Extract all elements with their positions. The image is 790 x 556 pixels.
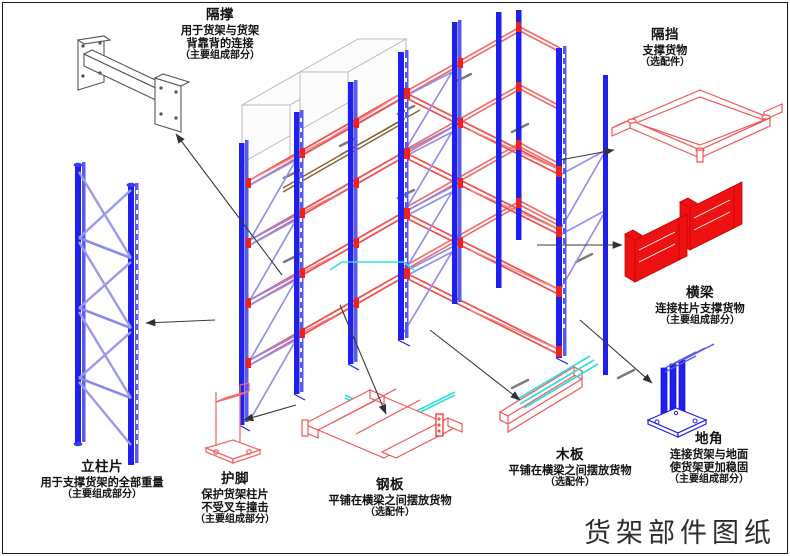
part-column-guard-icon [204,382,262,464]
drawing-watermark-title: 货架部件图纸 [584,518,776,549]
callout-divider-title: 隔挡 [651,27,679,43]
callout-spacer-title: 隔撑 [206,7,234,23]
callout-steel-board-title: 钢板 [376,477,404,493]
main-rack-assembly [238,10,636,432]
callout-floor-anchor: 地角 连接货架与地面 使货架更加稳固 （主要组成部分） [630,431,788,485]
leader-column-guard [243,404,297,422]
callout-wood-board-title: 木板 [556,447,584,463]
callout-beam: 横梁 连接柱片支撑货物 （主要组成部分） [620,285,780,326]
callout-steel-board: 钢板 平铺在横梁之间摆放货物 （选配件） [290,477,490,518]
callout-wood-board-desc-1: 平铺在横梁之间摆放货物 [508,463,632,477]
callout-spacer-desc-2: 背靠背的连接 [186,36,254,50]
leader-floor-anchor [579,319,653,384]
callout-beam-title: 横梁 [686,285,714,301]
callout-beam-desc-1: 连接柱片支撑货物 [655,301,745,315]
callout-spacer: 隔撑 用于货架与货架 背靠背的连接 （主要组成部分） [140,7,300,61]
callout-upright-frame-note: （主要组成部分） [62,488,142,500]
callout-beam-note: （主要组成部分） [660,314,740,326]
callout-steel-board-note: （选配件） [365,506,415,518]
callout-column-guard-note: （主要组成部分） [195,513,275,525]
callout-floor-anchor-desc-1: 连接货架与地面 [669,447,749,461]
leader-wood-board [429,329,521,401]
part-upright-frame-icon [73,162,139,465]
callout-steel-board-desc-1: 平铺在横梁之间摆放货物 [328,493,452,507]
callout-column-guard-desc-2: 不受叉车撞击 [201,500,269,514]
beam-connectors-icon [246,22,562,368]
callout-spacer-desc-1: 用于货架与货架 [180,23,260,37]
callout-divider-note: （选配件） [640,56,690,68]
carton-loads-icon [240,38,408,164]
leader-upright-frame [145,318,216,327]
leader-lines [145,133,653,422]
callout-column-guard-title: 护脚 [221,471,249,487]
callout-column-guard: 护脚 保护货架柱片 不受叉车撞击 （主要组成部分） [165,471,305,525]
callout-column-guard-desc-1: 保护货架柱片 [201,487,269,501]
part-floor-anchor-icon [646,343,715,438]
callout-divider-desc-1: 支撑货物 [642,43,688,57]
callout-floor-anchor-title: 地角 [695,431,723,447]
callout-divider: 隔挡 支撑货物 （选配件） [590,27,740,68]
leader-spacer [175,133,283,276]
part-steel-board-icon [301,388,464,459]
callout-floor-anchor-desc-2: 使货架更加稳固 [669,460,749,474]
part-wood-board-icon [498,355,599,434]
leader-steel-board [339,304,387,415]
callout-floor-anchor-note: （主要组成部分） [669,473,749,485]
callout-upright-frame-title: 立柱片 [81,459,123,475]
leader-divider [559,147,615,161]
callout-upright-frame-desc-1: 用于支撑货架的全部重量 [40,475,164,489]
callout-wood-board: 木板 平铺在横梁之间摆放货物 （选配件） [470,447,670,488]
part-beams-icon [624,181,743,283]
part-divider-frame-icon [611,89,783,163]
part-spacer-icon [76,35,191,133]
callout-spacer-note: （主要组成部分） [180,49,260,61]
callout-upright-frame: 立柱片 用于支撑货架的全部重量 （主要组成部分） [12,459,192,500]
callout-wood-board-note: （选配件） [545,476,595,488]
